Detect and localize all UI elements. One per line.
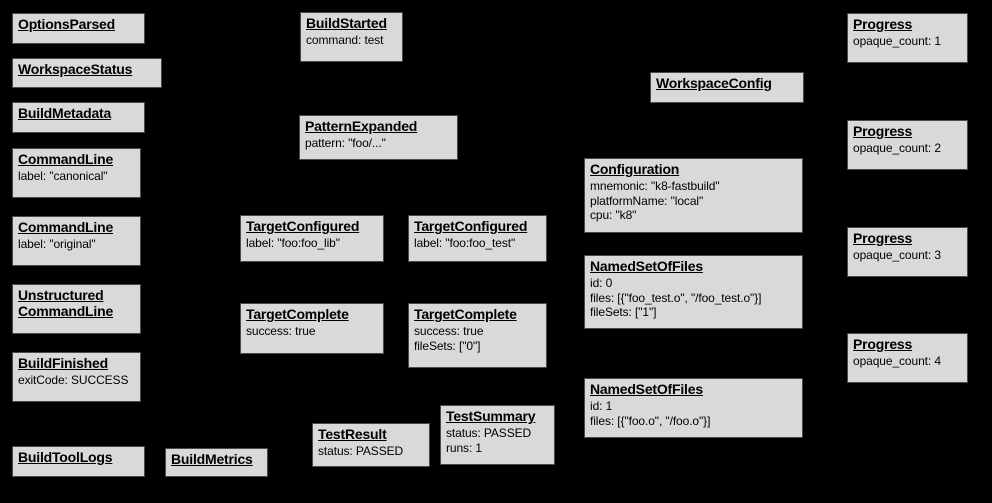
event-node-options-parsed[interactable]: OptionsParsed xyxy=(12,13,145,44)
event-node-attribute-line: opaque_count: 4 xyxy=(853,353,941,368)
event-node-title: BuildToolLogs xyxy=(18,449,113,465)
event-node-attribute-line: fileSets: ["0"] xyxy=(414,338,481,353)
event-node-attribute-line: label: "canonical" xyxy=(18,168,108,183)
event-node-title: OptionsParsed xyxy=(18,16,115,32)
event-node-title: CommandLine xyxy=(18,219,114,235)
event-node-attribute-line: opaque_count: 1 xyxy=(853,33,941,48)
event-node-title: WorkspaceConfig xyxy=(656,75,772,91)
event-node-title: Progress xyxy=(853,230,913,246)
event-node-attributes: label: "foo:foo_lib" xyxy=(246,236,378,251)
event-node-attribute-line: exitCode: SUCCESS xyxy=(18,372,129,387)
event-node-attributes: opaque_count: 2 xyxy=(853,141,962,156)
event-node-title: Progress xyxy=(853,16,913,32)
event-node-build-metrics[interactable]: BuildMetrics xyxy=(165,448,268,477)
event-node-attribute-line: label: "foo:foo_test" xyxy=(414,235,516,250)
event-node-attribute-line: platformName: "local" xyxy=(590,193,704,208)
event-node-build-tool-logs[interactable]: BuildToolLogs xyxy=(12,446,145,477)
event-node-attributes: pattern: "foo/..." xyxy=(305,136,452,151)
event-node-attributes: opaque_count: 1 xyxy=(853,34,962,49)
event-node-title: TargetConfigured xyxy=(246,218,360,234)
event-node-attribute-line: id: 1 xyxy=(590,398,613,413)
event-node-title: BuildMetrics xyxy=(171,451,253,467)
event-node-title: TargetConfigured xyxy=(414,218,528,234)
event-node-title: WorkspaceStatus xyxy=(18,61,133,77)
event-node-title: BuildStarted xyxy=(306,15,387,31)
event-node-attribute-line: files: [{"foo.o", "/foo.o"}] xyxy=(590,413,711,428)
event-node-workspace-status[interactable]: WorkspaceStatus xyxy=(12,58,162,88)
event-node-attributes: label: "original" xyxy=(18,237,135,252)
event-node-title: BuildFinished xyxy=(18,355,108,371)
event-node-title: TargetComplete xyxy=(246,306,349,322)
event-node-title: Progress xyxy=(853,336,913,352)
event-node-title: CommandLine xyxy=(18,151,114,167)
event-node-attributes: success: true xyxy=(246,324,378,339)
event-node-attribute-line: command: test xyxy=(306,32,384,47)
event-node-attributes: opaque_count: 4 xyxy=(853,354,962,369)
event-node-attribute-line: status: PASSED xyxy=(318,443,404,458)
event-node-attribute-line: success: true xyxy=(246,323,316,338)
event-node-attributes: label: "canonical" xyxy=(18,169,135,184)
event-node-attribute-line: fileSets: ["1"] xyxy=(590,305,657,320)
event-node-attribute-line: label: "foo:foo_lib" xyxy=(246,235,340,250)
event-node-title: NamedSetOfFiles xyxy=(590,258,703,274)
event-node-workspace-config[interactable]: WorkspaceConfig xyxy=(650,72,804,103)
event-node-attributes: mnemonic: "k8-fastbuild"platformName: "l… xyxy=(590,179,797,223)
event-node-attributes: status: PASSED xyxy=(318,444,424,459)
event-node-unstructured-command-line[interactable]: Unstructured CommandLine xyxy=(12,284,141,334)
event-node-build-metadata[interactable]: BuildMetadata xyxy=(12,102,145,133)
event-node-attributes: label: "foo:foo_test" xyxy=(414,236,541,251)
event-node-title: TestResult xyxy=(318,426,387,442)
event-node-attribute-line: pattern: "foo/..." xyxy=(305,135,386,150)
event-node-attribute-line: success: true xyxy=(414,323,484,338)
event-node-title: TestSummary xyxy=(446,408,536,424)
event-node-title: Progress xyxy=(853,123,913,139)
event-node-title: NamedSetOfFiles xyxy=(590,381,703,397)
event-node-title: Configuration xyxy=(590,161,680,177)
event-node-attribute-line: id: 0 xyxy=(590,275,613,290)
event-node-attributes: command: test xyxy=(306,33,397,48)
event-node-attribute-line: cpu: "k8" xyxy=(590,208,637,223)
event-node-title: TargetComplete xyxy=(414,306,517,322)
event-node-attribute-line: runs: 1 xyxy=(446,440,482,455)
event-node-attribute-line: opaque_count: 2 xyxy=(853,140,941,155)
event-node-attributes: opaque_count: 3 xyxy=(853,248,962,263)
event-node-attribute-line: status: PASSED xyxy=(446,425,532,440)
event-node-attributes: exitCode: SUCCESS xyxy=(18,373,135,388)
event-node-attribute-line: label: "original" xyxy=(18,236,96,251)
event-node-title: PatternExpanded xyxy=(305,118,418,134)
event-node-title: BuildMetadata xyxy=(18,105,112,121)
event-node-attribute-line: opaque_count: 3 xyxy=(853,247,941,262)
event-node-title: Unstructured CommandLine xyxy=(18,287,114,319)
event-node-attribute-line: mnemonic: "k8-fastbuild" xyxy=(590,178,720,193)
event-node-attribute-line: files: [{"foo_test.o", "/foo_test.o"}] xyxy=(590,290,762,305)
